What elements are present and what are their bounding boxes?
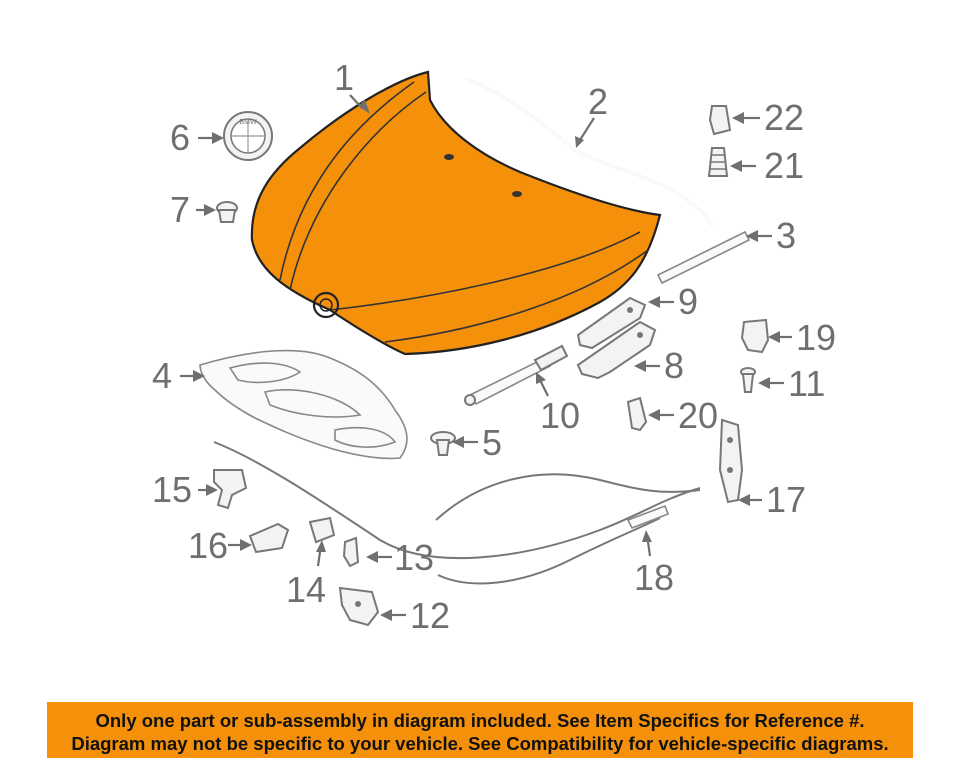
emblem-text: BMW [239,119,257,126]
notice-line-2: Diagram may not be specific to your vehi… [71,733,889,754]
leader-lines [180,94,792,621]
callout-15: 15 [152,469,192,510]
cable-bracket-part[interactable] [213,469,248,510]
callout-8: 8 [664,345,684,386]
hood-part[interactable] [250,70,662,356]
callout-19: 19 [796,317,836,358]
callout-12: 12 [410,595,450,636]
latch-part[interactable] [338,586,380,627]
callout-20: 20 [678,395,718,436]
callout-1: 1 [334,57,354,98]
callout-21: 21 [764,145,804,186]
callout-2: 2 [588,81,608,122]
hood-insulator-part[interactable] [199,349,408,460]
grommet-part[interactable] [216,201,238,223]
callout-16: 16 [188,525,228,566]
hood-seal-part[interactable] [467,79,713,226]
cover-part[interactable] [248,522,290,554]
callout-14: 14 [286,569,326,610]
callout-4: 4 [152,355,172,396]
release-handle-part[interactable] [308,516,336,544]
callout-3: 3 [776,215,796,256]
callout-10: 10 [540,395,580,436]
striker-part[interactable] [718,418,744,504]
emblem-part[interactable]: BMW [223,111,273,161]
bolt-part[interactable] [740,367,756,393]
callout-18: 18 [634,557,674,598]
gas-strut-part[interactable] [464,344,569,406]
callout-13: 13 [394,537,434,578]
notice-line-1: Only one part or sub-assembly in diagram… [95,710,865,731]
nut-clip-part[interactable] [708,105,732,136]
retainer-clip-part[interactable] [740,318,770,354]
callout-5: 5 [482,422,502,463]
rod-seal-part[interactable] [656,230,751,285]
buffer-part[interactable] [626,396,648,432]
callout-6: 6 [170,117,190,158]
callout-17: 17 [766,479,806,520]
callout-22: 22 [764,97,804,138]
callout-9: 9 [678,281,698,322]
callout-labels: 1 2 3 4 5 6 7 8 9 10 11 12 13 14 15 16 1… [152,57,836,636]
hinge-part[interactable] [576,320,657,380]
hood-emblem-icon [312,291,340,319]
latch-bracket-part[interactable] [342,536,360,568]
clip-part[interactable] [430,431,456,456]
bump-stop-part[interactable] [707,147,729,177]
hinge-bracket-part[interactable] [576,296,647,350]
callout-11: 11 [788,363,825,404]
notice-banner: Only one part or sub-assembly in diagram… [47,702,913,758]
release-cable-part[interactable] [213,441,701,585]
callout-7: 7 [170,189,190,230]
